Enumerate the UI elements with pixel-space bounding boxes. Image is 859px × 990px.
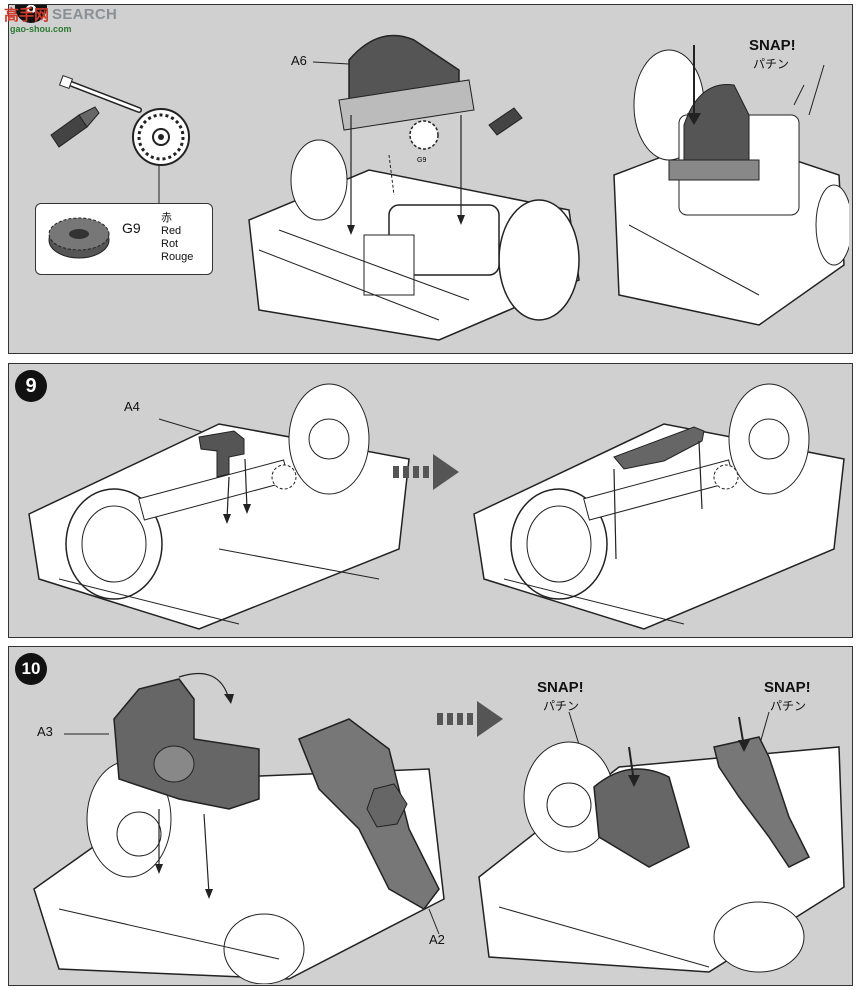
step-9-badge: 9 — [15, 370, 47, 402]
chassis-snapped-step8 — [613, 45, 849, 326]
part-a4-label: A4 — [124, 399, 140, 414]
chassis-drawing-step8: G9 — [248, 34, 580, 341]
chassis-drawing-step10-before — [33, 672, 445, 984]
gear-tag-label: G9 — [417, 157, 426, 164]
step-10-badge: 10 — [15, 653, 47, 685]
step-8-badge: 8 — [15, 5, 47, 23]
watermark-text: SEARCH — [52, 5, 118, 23]
color-ja: 赤 — [161, 212, 172, 224]
arrow-right-icon — [437, 701, 503, 737]
color-de: Rot — [161, 238, 179, 250]
part-a6-label: A6 — [291, 53, 307, 68]
watermark-sub: gao-shou.com — [10, 24, 72, 34]
arrow-right-icon — [393, 454, 459, 490]
part-a3-label: A3 — [37, 724, 53, 739]
chassis-drawing-step10-after — [478, 711, 845, 973]
chassis-drawing-step9-after — [473, 383, 845, 630]
snap-ja-2-step10: パチン — [770, 699, 807, 713]
color-en: Red — [161, 225, 182, 237]
snap-label-1-step10: SNAP! — [537, 679, 584, 696]
shaft-icon — [58, 74, 142, 113]
step-8-panel: 8 G9 赤 Red Rot Rouge — [8, 4, 853, 354]
snap-label-2-step10: SNAP! — [764, 679, 811, 696]
gear-legend-box: G9 赤 Red Rot Rouge — [35, 203, 213, 275]
snap-ja-step8: パチン — [753, 57, 790, 71]
gear-leader-line — [158, 165, 160, 203]
color-fr: Rouge — [161, 251, 194, 263]
gear-shaft-drawing — [50, 74, 190, 166]
watermark: 高手网 SEARCH — [4, 3, 117, 25]
watermark-logo: 高手网 — [4, 5, 50, 24]
gear-icon — [132, 108, 190, 166]
step-10-panel: 10 A3 A2 SNAP! パチン SNAP! パチン — [8, 646, 853, 986]
snap-ja-1-step10: パチン — [543, 699, 580, 713]
part-a2-label: A2 — [429, 932, 445, 947]
gear-part-label: G9 — [122, 220, 141, 236]
gear-icon — [48, 217, 110, 259]
snap-label-step8: SNAP! — [749, 37, 796, 54]
step-9-panel: 9 A4 — [8, 363, 853, 638]
grease-tube-icon — [50, 106, 100, 148]
chassis-drawing-step9-before — [28, 383, 410, 630]
